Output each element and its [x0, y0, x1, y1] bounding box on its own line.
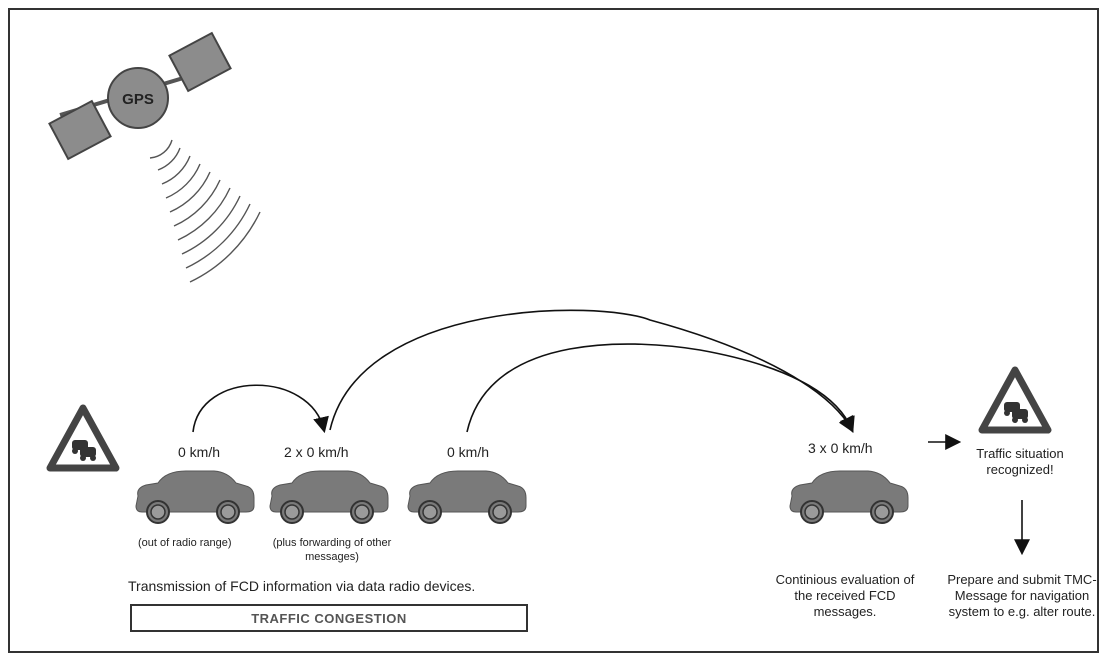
note-car1: (out of radio range): [138, 537, 232, 549]
arrow-car1-to-car2: [192, 384, 329, 434]
recognized-text: Traffic situation recognized!: [976, 446, 1064, 477]
evaluation-text: Continious evaluation of the received FC…: [775, 572, 915, 619]
transmission-caption: Transmission of FCD information via data…: [128, 578, 476, 594]
submit-text: Prepare and submit TMC-Message for navig…: [947, 572, 1097, 619]
diagram-frame: [8, 8, 1099, 653]
traffic-congestion-box: TRAFFIC CONGESTION: [130, 604, 528, 632]
note-car2: (plus forwarding of other messages): [272, 537, 392, 563]
radio-waves-icon: [149, 139, 261, 283]
car-icon-2: [269, 470, 389, 524]
car-icon-4: [789, 470, 909, 524]
speed-label-car1: 0 km/h: [178, 444, 221, 460]
speed-label-car4: 3 x 0 km/h: [808, 440, 873, 456]
arrow-car2-to-car4: [329, 309, 854, 433]
speed-label-car3: 0 km/h: [447, 444, 490, 460]
arrow-car3-to-car4: [466, 343, 855, 433]
speed-label-car2: 2 x 0 km/h: [284, 444, 349, 460]
satellite-icon: GPS: [48, 31, 232, 161]
car-icon-1: [135, 470, 255, 524]
car-icon-3: [407, 470, 527, 524]
traffic-jam-sign-icon-right: [982, 370, 1048, 430]
traffic-jam-sign-icon: [50, 408, 116, 468]
gps-label: GPS: [122, 91, 154, 108]
